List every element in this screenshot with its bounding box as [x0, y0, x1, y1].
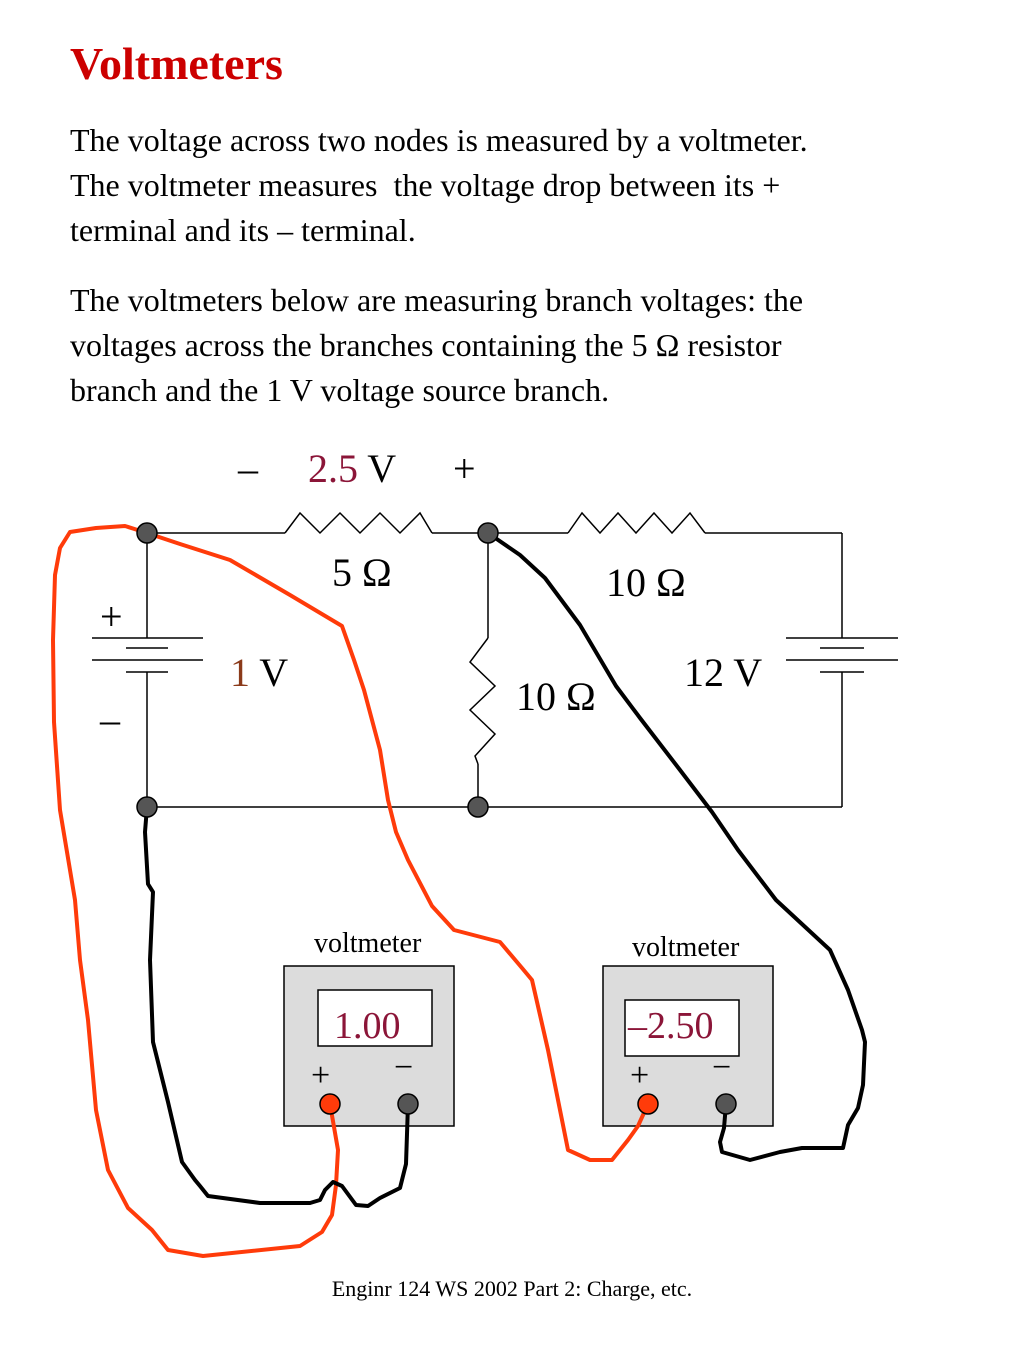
voltmeter-left-plus-label: + — [311, 1057, 330, 1094]
battery-1v-unit: V — [250, 650, 288, 695]
voltmeter-left — [283, 965, 455, 1127]
top-voltage-label: 2.5 V — [308, 446, 396, 491]
battery-1v-symbol — [92, 637, 203, 673]
text-line: voltages across the branches containing … — [70, 327, 782, 363]
red-lead-left — [51, 524, 340, 1258]
voltmeter-right-minus-label: − — [712, 1049, 731, 1086]
battery-1v-minus-sign: – — [99, 697, 121, 742]
top-voltage-value: 2.5 — [308, 446, 358, 491]
resistor-10-ohm-middle-label: 10 Ω — [516, 674, 596, 719]
battery-12v-label: 12 V — [684, 650, 762, 695]
circuit-nodes — [136, 522, 499, 818]
resistor-10-ohm-top — [567, 511, 706, 535]
page-title: Voltmeters — [70, 38, 283, 89]
node-bottom-middle — [467, 796, 489, 818]
voltmeter-right-plus-terminal[interactable] — [637, 1093, 659, 1115]
text-line: terminal and its – terminal. — [70, 212, 416, 248]
branch-paragraph: The voltmeters below are measuring branc… — [70, 278, 960, 413]
circuit-wires — [146, 511, 843, 808]
voltmeter-left-title: voltmeter — [314, 928, 422, 959]
voltmeter-left-minus-label: − — [394, 1049, 413, 1086]
voltmeter-right-reading: –2.50 — [627, 1005, 714, 1047]
voltmeter-display — [624, 999, 740, 1057]
text-line: The voltage across two nodes is measured… — [70, 122, 808, 158]
intro-paragraph: The voltage across two nodes is measured… — [70, 118, 960, 253]
voltmeter-right-plus-label: + — [630, 1057, 649, 1094]
voltmeter-right-title: voltmeter — [632, 932, 740, 963]
resistor-10-ohm-top-label: 10 Ω — [606, 560, 686, 605]
voltmeter-right-minus-terminal[interactable] — [715, 1093, 737, 1115]
voltmeter-left-reading: 1.00 — [334, 1005, 401, 1047]
battery-1v-value: 1 — [230, 650, 250, 695]
node-top-middle — [477, 522, 499, 544]
slide-footer: Enginr 124 WS 2002 Part 2: Charge, etc. — [331, 1276, 693, 1301]
voltmeter-left-plus-terminal[interactable] — [319, 1093, 341, 1115]
text-line: branch and the 1 V voltage source branch… — [70, 372, 610, 408]
node-bottom-left — [136, 796, 158, 818]
text-line: The voltmeters below are measuring branc… — [70, 282, 804, 318]
battery-1v-plus-sign: + — [100, 594, 123, 639]
voltmeter-display — [317, 989, 433, 1047]
red-lead-right — [145, 531, 650, 1162]
resistor-10-ohm-middle — [468, 637, 497, 765]
black-lead-right — [486, 531, 867, 1162]
black-lead-left — [143, 805, 410, 1208]
top-voltage-unit: V — [358, 446, 396, 491]
resistor-5-ohm — [284, 511, 433, 535]
voltmeter-right — [602, 965, 774, 1127]
resistor-5-ohm-label: 5 Ω — [332, 550, 392, 595]
voltmeter-left-minus-terminal[interactable] — [397, 1093, 419, 1115]
node-top-left — [136, 522, 158, 544]
battery-1v-label: 1 V — [230, 650, 288, 695]
text-line: The voltmeter measures the voltage drop … — [70, 167, 781, 203]
top-minus-sign: – — [237, 446, 259, 491]
top-plus-sign: + — [453, 446, 476, 491]
battery-12v-symbol — [786, 637, 898, 673]
